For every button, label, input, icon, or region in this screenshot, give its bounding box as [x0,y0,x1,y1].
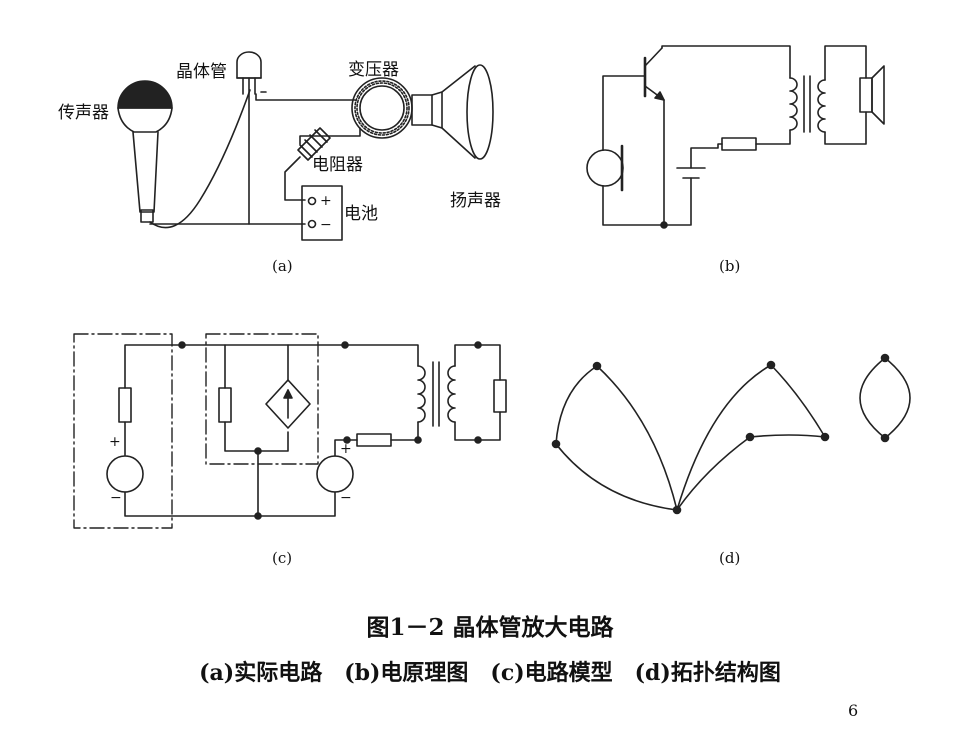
controlled-current-source-icon [265,379,311,429]
transistor-model-box [205,333,319,465]
resistor-label: 电阻器 [312,155,363,175]
microphone-symbol-icon [586,144,624,192]
secondary-coil-icon [817,79,826,133]
output-resistor-icon [356,433,392,447]
input-plus-sign: + [109,434,121,450]
load-resistor-icon [493,379,507,413]
battery-symbol-icon [676,167,706,179]
input-resistor-icon [118,387,132,423]
microphone-icon [117,80,251,229]
panel-b-schematic: (b) [586,45,885,275]
battery-icon [301,185,343,241]
panel-b-label: (b) [719,257,740,275]
graph-node [880,353,890,363]
panel-d-label: (d) [719,549,740,567]
figure-subtitle: (a)实际电路 (b)电原理图 (c)电路模型 (d)拓扑结构图 [199,660,781,686]
battery-label: 电池 [344,204,378,224]
transistor-amplifier-figure: 传声器 晶体管 变压器 扬声器 [58,45,911,567]
panel-a-actual-circuit: 传声器 晶体管 变压器 扬声器 [58,51,501,275]
microphone-label: 传声器 [58,103,109,123]
resistor-icon [297,127,331,161]
graph-node [551,439,561,449]
panel-c-label: (c) [272,549,292,567]
graph-node [880,433,890,443]
primary-coil-icon [789,77,798,131]
panel-a-label: (a) [272,257,293,275]
battery-minus-sign: − [320,217,332,233]
transistor-label: 晶体管 [176,62,227,82]
speaker-label: 扬声器 [450,191,501,211]
transistor-symbol-icon [643,47,665,101]
figure-title: 图1－2 晶体管放大电路 [366,614,614,641]
transformer-label: 变压器 [348,60,399,80]
graph-node [820,432,830,442]
resistor-symbol-icon [721,137,757,151]
output-voltage-source-icon [316,455,354,493]
model-secondary-coil-icon [447,365,456,423]
input-minus-sign: − [110,490,122,506]
speaker-symbol-icon [859,65,885,125]
graph-node [592,361,602,371]
output-minus-sign: − [340,490,352,506]
battery-plus-sign: + [320,193,332,209]
model-primary-coil-icon [417,365,426,423]
transformer-icon [351,77,413,139]
input-voltage-source-icon [106,455,144,493]
panel-c-circuit-model: + − + − (c) [73,333,507,567]
graph-node [672,505,682,515]
graph-node [766,360,776,370]
page-number: 6 [848,701,859,720]
model-resistor-icon [218,387,232,423]
input-model-box [73,333,173,529]
transistor-icon [236,51,262,95]
output-plus-sign: + [340,441,352,457]
speaker-icon [411,64,494,160]
graph-node [745,432,755,442]
panel-d-topology-graph: (d) [551,353,911,567]
